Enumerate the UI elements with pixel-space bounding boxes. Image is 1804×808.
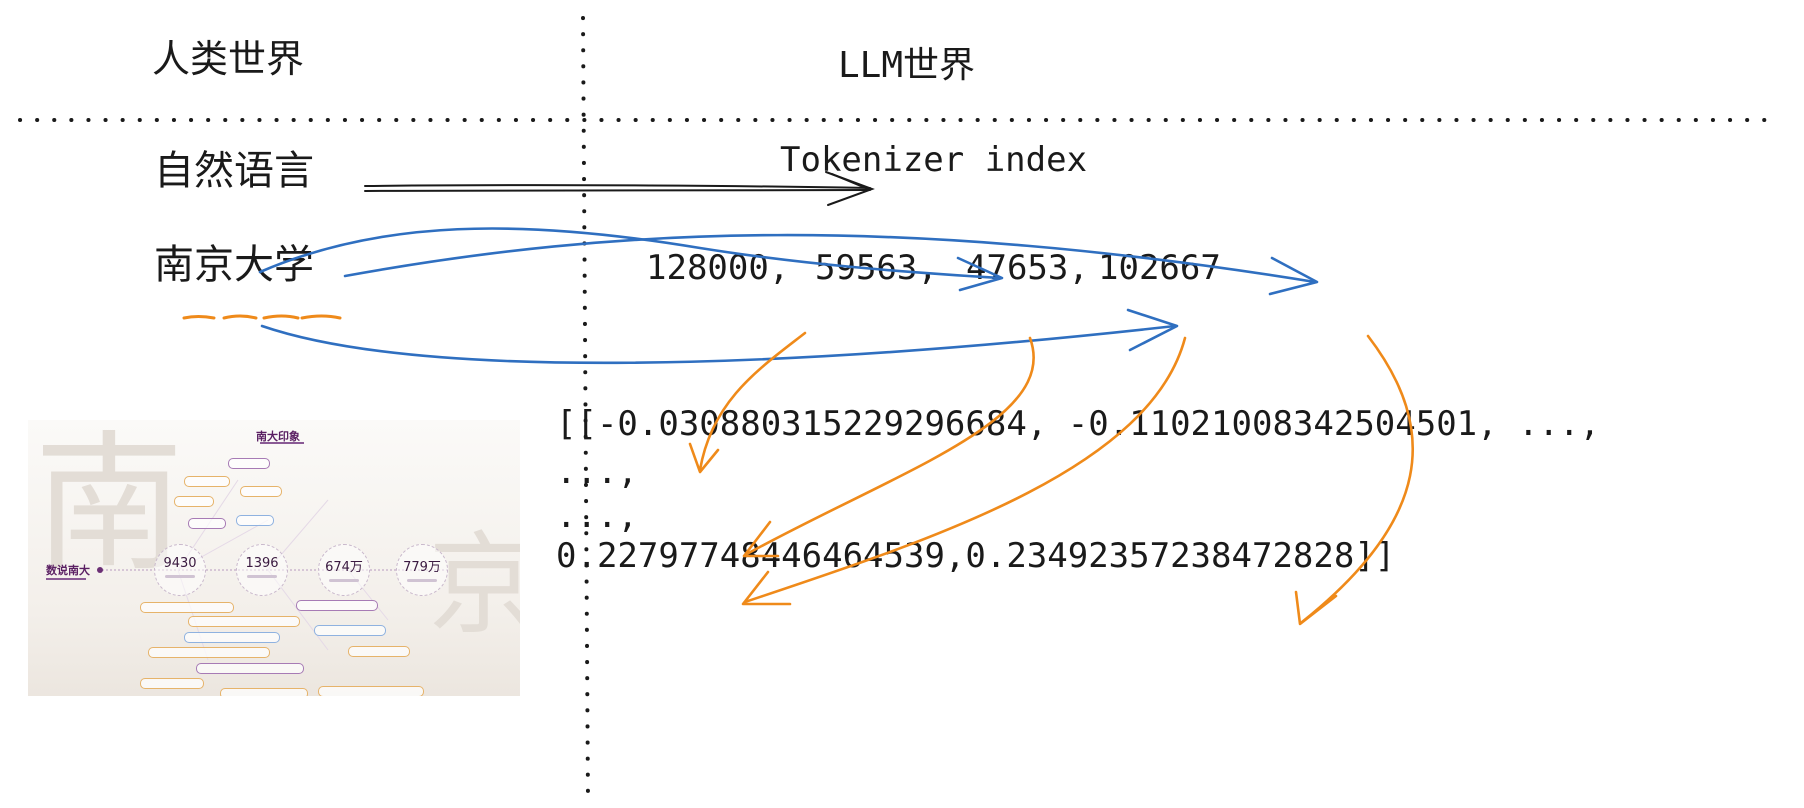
vertical-divider (581, 16, 590, 802)
char-nan: 南 (154, 242, 194, 288)
llm-world-header: LLM世界 (838, 45, 976, 86)
tokenize-arrow (364, 171, 875, 206)
thumb-tag (184, 632, 280, 643)
natural-language-label: 自然语言 (154, 148, 314, 194)
thumb-tag (184, 476, 230, 487)
embedding-line-1: [[-0.030880315229296684, -0.110210083425… (556, 404, 1600, 444)
thumb-tag (148, 647, 270, 658)
thumb-tag (196, 663, 304, 674)
char-da: 大 (234, 242, 274, 288)
thumb-tag (296, 600, 378, 611)
thumb-tag (348, 646, 410, 657)
human-world-header: 人类世界 (152, 37, 305, 81)
token-id-128000: 128000, (646, 248, 790, 288)
thumb-tag (140, 678, 204, 689)
thumb-tag (188, 616, 300, 627)
char-jing: 京 (194, 242, 234, 288)
embedding-line-2: ..., (556, 452, 638, 492)
embedding-line-4: 0.22797748446464539,0.23492357238472828]… (556, 536, 1396, 576)
thumb-node: 9430 (154, 544, 206, 596)
thumb-node: 779万 (396, 544, 448, 596)
thumb-tag (140, 602, 234, 613)
thumb-tag (220, 688, 308, 696)
thumb-title: 南大印象 (256, 430, 300, 443)
thumb-node: 674万 (318, 544, 370, 596)
thumb-left-label: 数说南大 (46, 564, 90, 577)
thumb-tag (236, 515, 274, 526)
decorative-glyph: 京 (428, 521, 520, 649)
thumb-tag (240, 486, 282, 497)
thumb-tag (228, 458, 270, 469)
embedding-line-3: ..., (556, 496, 638, 536)
thumb-left-underline (46, 578, 86, 580)
token-to-embedding-arrows (688, 331, 1415, 626)
thumb-node: 1396 (236, 544, 288, 596)
thumb-tag (174, 496, 214, 507)
char-to-token-arrows (258, 227, 1319, 365)
nanjing-university-text: 南京大学 (154, 232, 314, 290)
thumb-tag (318, 686, 424, 696)
nju-infographic-thumbnail: 南 京 南大印象 数说南大 9430 1396 674万 779万 (28, 420, 520, 696)
thumb-tag (314, 625, 386, 636)
thumb-title-underline (260, 442, 304, 444)
char-underlines (182, 314, 342, 320)
thumb-tag (188, 518, 226, 529)
